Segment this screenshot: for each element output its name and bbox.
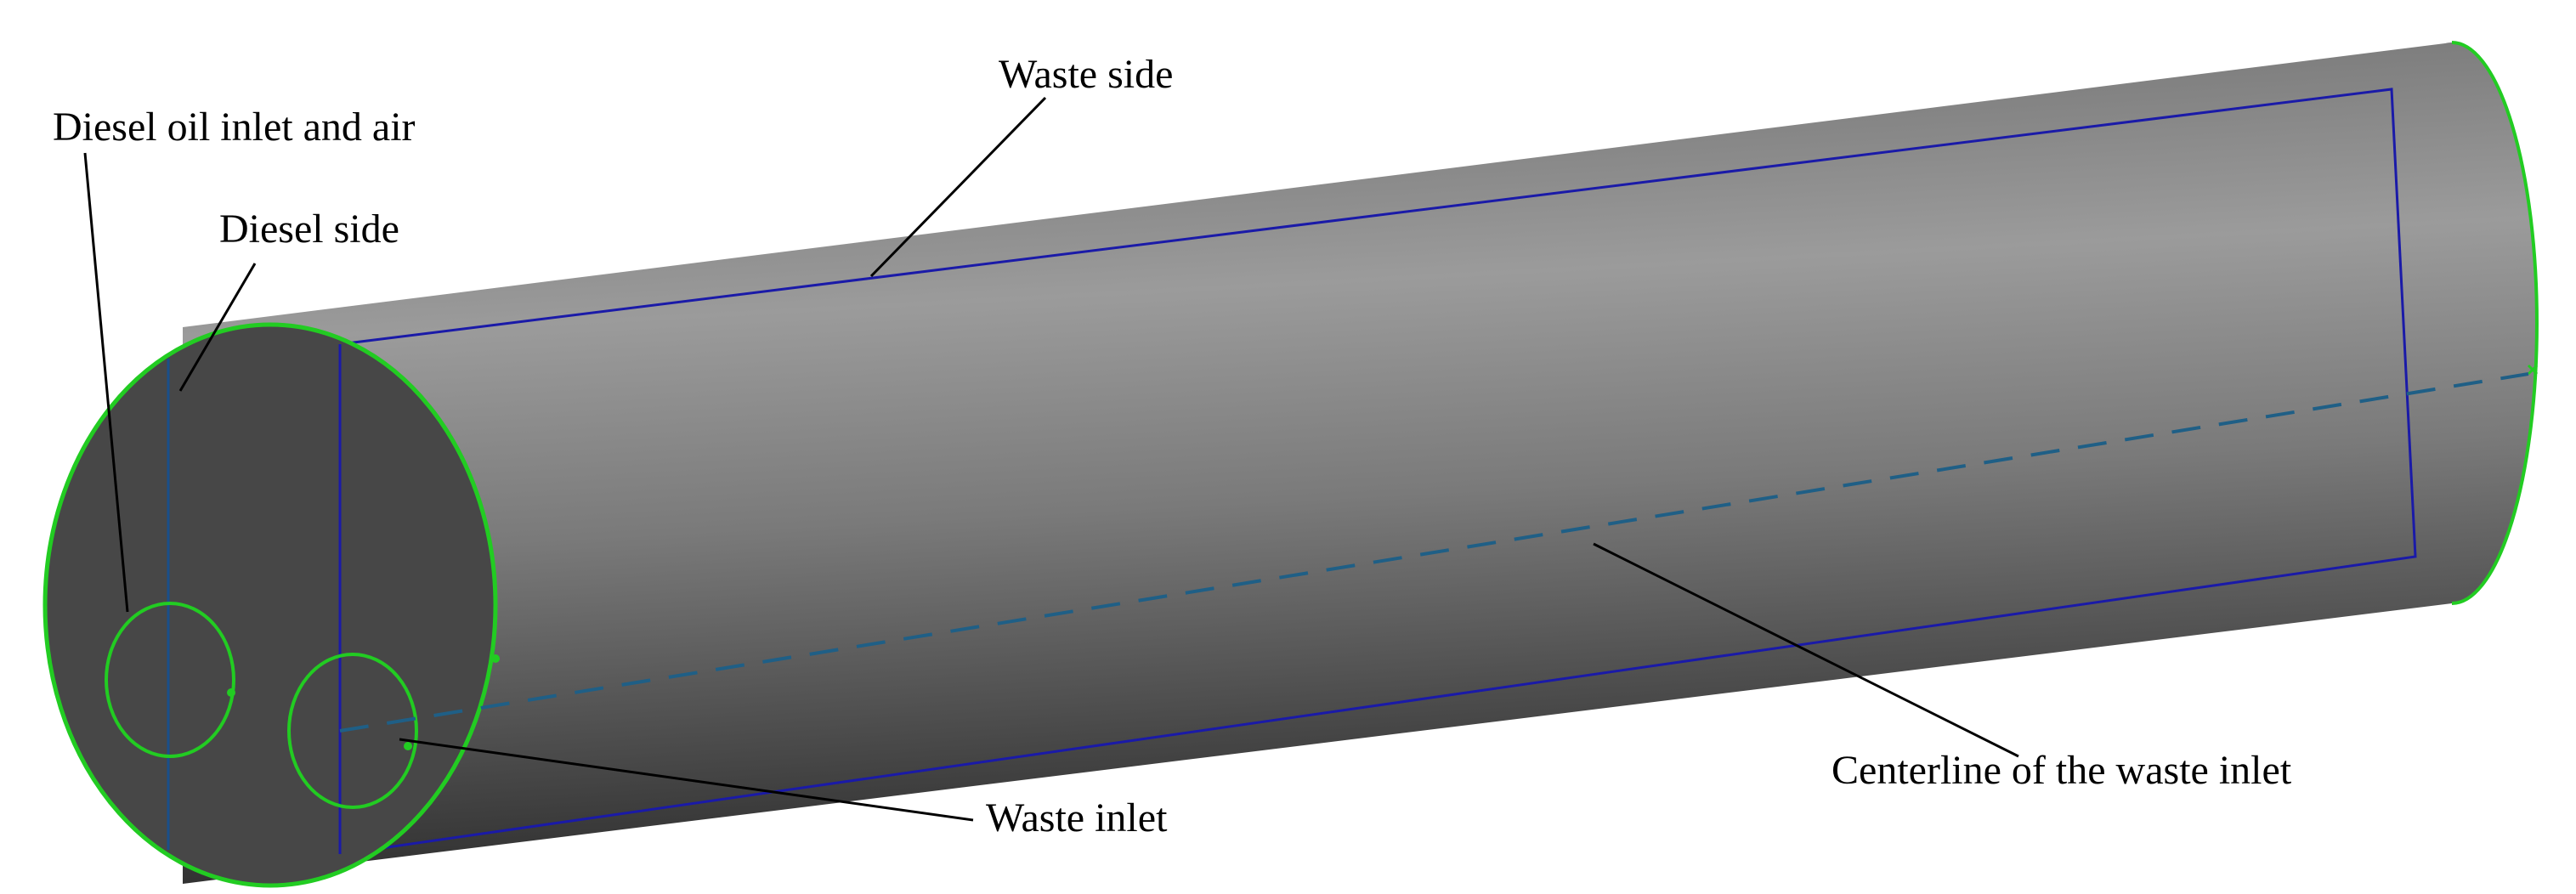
label-diesel-side: Diesel side xyxy=(219,207,399,252)
far-end-marker xyxy=(2527,364,2539,376)
cylinder-body xyxy=(183,42,2537,884)
diesel-inlet-marker xyxy=(227,688,235,697)
waste-inlet xyxy=(287,653,418,809)
leader-waste-inlet xyxy=(399,738,974,822)
leader-centerline xyxy=(1593,542,2019,758)
waste-inlet-marker xyxy=(404,742,412,750)
leader-diesel-oil-inlet xyxy=(83,152,129,613)
far-end-outline xyxy=(2451,41,2539,605)
near-end-marker xyxy=(491,654,500,663)
leader-waste-side xyxy=(869,96,1047,278)
diesel-oil-inlet xyxy=(105,602,235,758)
label-waste-inlet: Waste inlet xyxy=(986,795,1168,840)
near-end-face xyxy=(42,322,498,888)
waste-inlet-centerline xyxy=(339,372,2529,733)
label-centerline-of-waste-inlet: Centerline of the waste inlet xyxy=(1832,748,2292,793)
label-diesel-oil-inlet-and-air: Diesel oil inlet and air xyxy=(53,105,416,150)
leader-diesel-side xyxy=(178,263,257,392)
label-waste-side: Waste side xyxy=(999,52,1173,97)
